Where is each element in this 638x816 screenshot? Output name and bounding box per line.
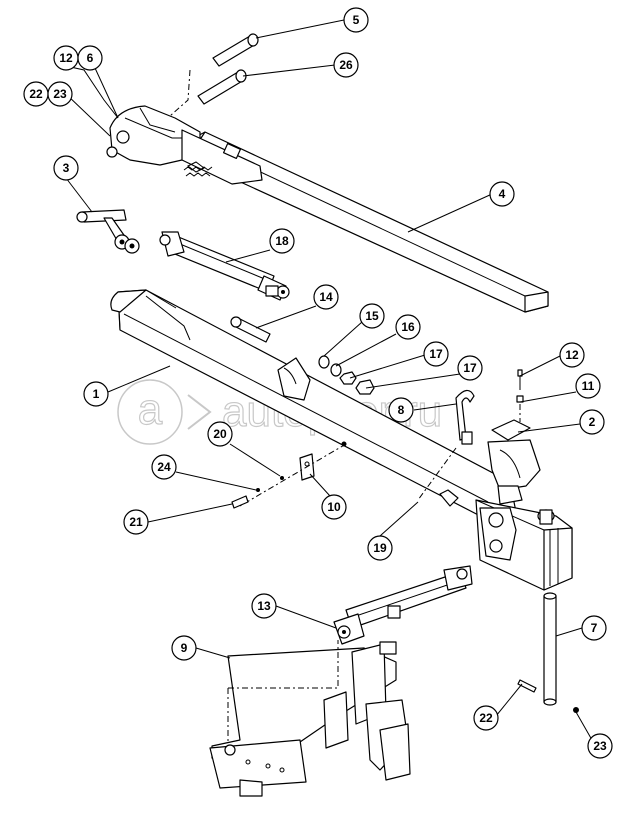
callout-19: 19 bbox=[367, 535, 393, 561]
callout-7: 7 bbox=[581, 615, 607, 641]
part-washer-24 bbox=[280, 476, 284, 480]
part-main-frame bbox=[110, 289, 573, 591]
callout-label: 26 bbox=[339, 58, 353, 72]
callout-18: 18 bbox=[269, 228, 295, 254]
callout-14: 14 bbox=[313, 284, 339, 310]
callout-label: 14 bbox=[319, 290, 333, 304]
callout-2: 2 bbox=[579, 409, 605, 435]
part-hydraulic-cylinder-lower bbox=[333, 565, 473, 645]
callout-12-top: 12 bbox=[53, 45, 79, 71]
part-hook bbox=[455, 389, 475, 445]
callout-4: 4 bbox=[489, 181, 515, 207]
part-fasteners-right bbox=[516, 369, 524, 422]
callout-label: 15 bbox=[365, 309, 379, 323]
callout-label: 4 bbox=[499, 187, 506, 201]
callout-label: 17 bbox=[463, 361, 477, 375]
callout-label: 23 bbox=[53, 87, 67, 101]
callout-label: 7 bbox=[591, 621, 598, 635]
part-bolt-21 bbox=[231, 495, 249, 509]
part-lower-mount bbox=[209, 641, 411, 797]
callout-label: 23 bbox=[593, 739, 607, 753]
callout-label: 22 bbox=[29, 87, 43, 101]
part-nut-17a bbox=[339, 371, 357, 385]
callout-label: 22 bbox=[479, 711, 493, 725]
part-hitch-coupler bbox=[106, 105, 263, 185]
callout-label: 12 bbox=[565, 348, 579, 362]
callout-label: 18 bbox=[275, 234, 289, 248]
part-washer-16 bbox=[330, 363, 342, 377]
part-washer-15 bbox=[318, 355, 330, 369]
callout-label: 17 bbox=[429, 347, 443, 361]
part-pin-5 bbox=[212, 33, 259, 67]
part-vertical-pin bbox=[543, 592, 557, 706]
callout-1: 1 bbox=[83, 381, 109, 407]
callout-16: 16 bbox=[395, 314, 421, 340]
callout-6: 6 bbox=[77, 45, 103, 71]
callout-label: 19 bbox=[373, 541, 387, 555]
callout-20: 20 bbox=[207, 421, 233, 447]
assembly-line-clip bbox=[417, 447, 457, 501]
part-nut-23 bbox=[573, 707, 579, 713]
callout-17-a: 17 bbox=[423, 341, 449, 367]
callout-label: 10 bbox=[327, 500, 341, 514]
part-pin-26 bbox=[197, 69, 247, 105]
callout-3: 3 bbox=[53, 155, 79, 181]
callout-5: 5 bbox=[343, 7, 369, 33]
callout-12-right: 12 bbox=[559, 342, 585, 368]
watermark-logo-letter: a bbox=[138, 385, 163, 434]
assembly-line-plate bbox=[239, 443, 347, 507]
callout-label: 8 bbox=[398, 403, 405, 417]
callout-label: 21 bbox=[129, 515, 143, 529]
callout-10: 10 bbox=[321, 494, 347, 520]
callout-15: 15 bbox=[359, 303, 385, 329]
callout-22-bottom: 22 bbox=[473, 705, 499, 731]
callout-22-top: 22 bbox=[23, 81, 49, 107]
callout-label: 24 bbox=[157, 460, 171, 474]
callout-23-top: 23 bbox=[47, 81, 73, 107]
part-latch-spring bbox=[183, 166, 213, 177]
assembly-line-cylinder bbox=[228, 640, 339, 689]
callout-21: 21 bbox=[123, 509, 149, 535]
part-linkage bbox=[76, 209, 140, 254]
assembly-line-pins bbox=[169, 69, 191, 117]
callout-8: 8 bbox=[388, 397, 414, 423]
callout-label: 20 bbox=[213, 427, 227, 441]
callout-11: 11 bbox=[575, 373, 601, 399]
part-upper-bracket bbox=[487, 419, 541, 505]
part-clip-19 bbox=[439, 489, 459, 507]
callout-label: 5 bbox=[353, 13, 360, 27]
part-nut-20 bbox=[341, 441, 347, 447]
callout-label: 2 bbox=[589, 415, 596, 429]
callout-label: 12 bbox=[59, 51, 73, 65]
callout-9: 9 bbox=[171, 635, 197, 661]
part-nut-17b bbox=[355, 379, 375, 395]
part-lockwasher bbox=[256, 488, 260, 492]
callout-label: 11 bbox=[582, 379, 595, 393]
callout-26: 26 bbox=[333, 52, 359, 78]
callout-23-bottom: 23 bbox=[587, 733, 613, 759]
callout-17-b: 17 bbox=[457, 355, 483, 381]
callout-24: 24 bbox=[151, 454, 177, 480]
part-bolt-14 bbox=[230, 316, 271, 343]
watermark-chevron-icon bbox=[187, 394, 212, 430]
callout-label: 6 bbox=[87, 51, 94, 65]
callout-label: 9 bbox=[181, 641, 188, 655]
callout-label: 16 bbox=[401, 320, 415, 334]
leader-lines bbox=[65, 19, 593, 741]
callout-label: 3 bbox=[63, 161, 70, 175]
part-hydraulic-cylinder-upper bbox=[159, 231, 290, 301]
callout-label: 1 bbox=[93, 387, 100, 401]
callout-label: 13 bbox=[257, 599, 271, 613]
part-pin-22 bbox=[517, 679, 537, 693]
callout-13: 13 bbox=[251, 593, 277, 619]
